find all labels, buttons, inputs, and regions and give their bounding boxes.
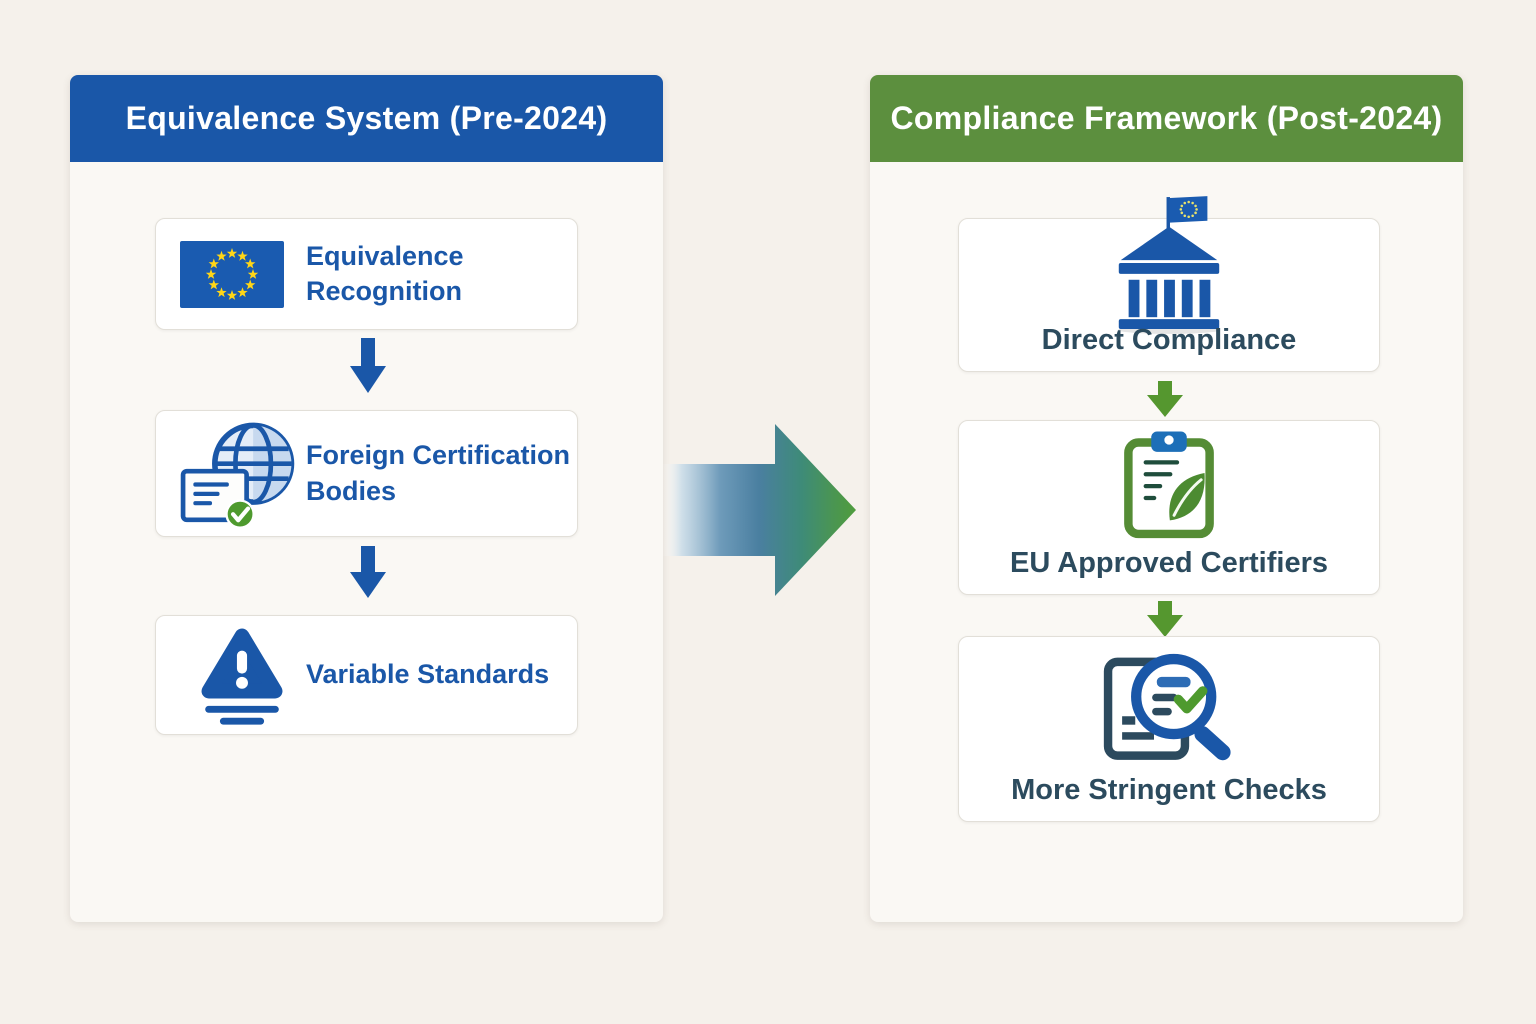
step-more-stringent-checks: More Stringent Checks xyxy=(958,636,1380,822)
step-label: Direct Compliance xyxy=(1041,324,1297,356)
step-label: Foreign Certification Bodies xyxy=(306,440,571,506)
right-panel-title: Compliance Framework (Post-2024) xyxy=(890,100,1443,136)
globe-certificate-icon xyxy=(180,417,304,531)
step-eu-approved-certifiers: EU Approved Certifiers xyxy=(958,420,1380,595)
panel-pre-2024: Equivalence System (Pre-2024) xyxy=(70,75,663,922)
down-arrow-icon xyxy=(350,338,386,393)
step-label: EU Approved Certifiers xyxy=(1010,547,1328,579)
down-arrow-icon xyxy=(350,546,386,598)
step-variable-standards: Variable Standards xyxy=(155,615,578,735)
clipboard-leaf-icon xyxy=(1121,429,1217,544)
step-label: More Stringent Checks xyxy=(1011,774,1327,806)
step-direct-compliance: Direct Compliance xyxy=(958,196,1380,372)
eu-institution-building-icon xyxy=(1105,195,1233,340)
panel-post-2024: Compliance Framework (Post-2024) xyxy=(870,75,1463,922)
document-magnifier-icon xyxy=(1098,645,1240,770)
step-label: Variable Standards xyxy=(306,659,550,690)
left-panel-header: Equivalence System (Pre-2024) xyxy=(70,75,663,162)
warning-triangle-icon xyxy=(180,623,304,727)
right-panel-header: Compliance Framework (Post-2024) xyxy=(870,75,1463,162)
eu-flag-icon xyxy=(180,240,304,308)
down-arrow-icon xyxy=(1147,381,1183,417)
step-equivalence-recognition: Equivalence Recognition xyxy=(155,218,578,330)
step-foreign-certification-bodies: Foreign Certification Bodies xyxy=(155,410,578,537)
transition-arrow-icon xyxy=(662,424,856,596)
step-label: Equivalence Recognition xyxy=(306,240,464,306)
down-arrow-icon xyxy=(1147,601,1183,637)
left-panel-title: Equivalence System (Pre-2024) xyxy=(125,100,608,136)
